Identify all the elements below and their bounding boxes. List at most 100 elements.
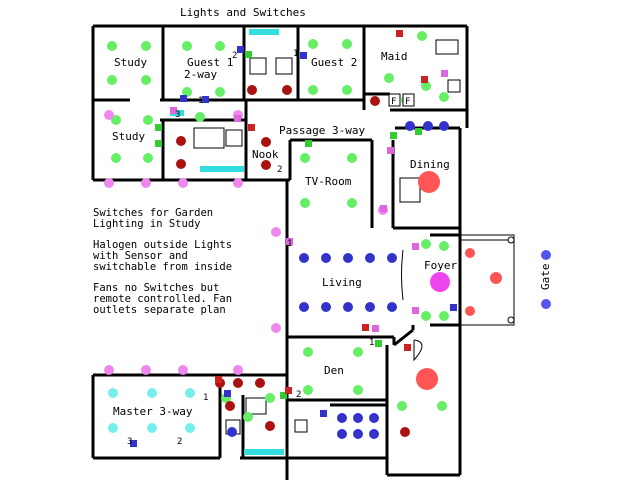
ceiling-light-icon [215,87,225,97]
ceiling-light-icon [421,311,431,321]
ceiling-fan-icon [439,121,449,131]
ceiling-light-icon [303,385,313,395]
ceiling-light-icon [421,239,431,249]
gate-light-icon [541,250,551,260]
master-light-icon [147,388,157,398]
ceiling-light-icon [141,41,151,51]
ceiling-fan-icon [365,253,375,263]
ceiling-fan-icon [343,302,353,312]
switch-number: 2 [296,390,301,400]
light-switch-icon [215,376,222,383]
ceiling-fan-icon [321,302,331,312]
switch-number: 1 [203,393,208,403]
light-switch-icon [155,124,162,131]
ceiling-fan-icon [299,302,309,312]
halogen-light-icon [233,178,243,188]
room-label-tv-room: TV-Room [305,175,352,188]
room-label-guest1-line1: Guest 1 [187,56,233,69]
light-switch-icon [320,410,327,417]
ceiling-light-icon [141,75,151,85]
light-switch-icon [390,132,397,139]
light-switch-icon [245,51,252,58]
ceiling-light-icon [439,241,449,251]
downlight-icon [233,378,243,388]
ceiling-light-icon [303,347,313,357]
ceiling-fan-icon [369,429,379,439]
ceiling-light-icon [417,31,427,41]
switch-number: 3 [175,110,180,120]
light-switch-icon [224,390,231,397]
halogen-light-icon [271,227,281,237]
ceiling-light-icon [437,401,447,411]
switch-number: 1 [369,338,374,348]
ceiling-light-icon [107,41,117,51]
switch-number: 3 [127,437,132,447]
room-label-foyer: Foyer [424,259,457,272]
ceiling-fan-icon [343,253,353,263]
ceiling-light-icon [347,198,357,208]
light-switch-icon [155,140,162,147]
ceiling-light-icon [195,112,205,122]
switch-number: 1 [293,49,298,59]
fridge-label: F [405,97,410,107]
ceiling-light-icon [107,75,117,85]
ceiling-light-icon [143,115,153,125]
light-switch-icon [170,107,177,114]
ceiling-fan-icon [405,121,415,131]
page-title: Lights and Switches [180,6,306,19]
switch-number: 2 [277,165,282,175]
ceiling-fan-icon [321,253,331,263]
room-label-study-top: Study [114,56,147,69]
ceiling-light-icon [111,153,121,163]
devices [104,30,551,447]
light-switch-icon [237,46,244,53]
master-light-icon [185,423,195,433]
room-label-master: Master 3-way [113,405,193,418]
light-switch-icon [441,70,448,77]
master-light-icon [185,388,195,398]
room-label-guest1: Guest 1 2-way [184,56,240,81]
foyer-chandelier-icon [430,272,450,292]
downlight-icon [176,159,186,169]
ceiling-light-icon [182,41,192,51]
light-switch-icon [375,340,382,347]
switch-number: 2 [232,51,237,61]
room-label-living: Living [322,276,362,289]
ceiling-fan-icon [337,413,347,423]
room-label-guest2: Guest 2 [311,56,357,69]
downlight-icon [255,378,265,388]
light-switch-icon [130,440,137,447]
room-label-dining: Dining [410,158,450,171]
ceiling-light-icon [439,311,449,321]
ceiling-light-icon [439,92,449,102]
switch-numbers: 2 1 1 3 2 1 1 2 1 3 2 [127,49,374,447]
dining-pendant-icon [418,171,440,193]
pendant-light-icon [416,368,438,390]
ceiling-fan-icon [337,429,347,439]
light-switch-icon [280,392,287,399]
room-label-den: Den [324,364,344,377]
light-switch-icon [286,238,293,245]
light-switch-icon [180,95,187,102]
halogen-light-icon [178,365,188,375]
ceiling-light-icon [308,39,318,49]
room-label-passage: Passage 3-way [279,124,365,137]
light-switch-icon [415,128,422,135]
downlight-icon [261,160,271,170]
ceiling-light-icon [243,412,253,422]
room-label-study-bottom: Study [112,130,145,143]
ceiling-fan-icon [369,413,379,423]
note-fans: Fans no Switches but remote controlled. … [93,282,233,316]
light-switch-icon [285,387,292,394]
light-switch-icon [396,30,403,37]
halogen-light-icon [104,365,114,375]
light-switch-icon [412,243,419,250]
switch-number: 1 [198,96,203,106]
downlight-icon [176,136,186,146]
light-switch-icon [305,140,312,147]
halogen-light-icon [141,178,151,188]
note-garden-switches: Switches for Garden Lighting in Study [93,207,214,230]
light-switch-icon [387,147,394,154]
ceiling-light-icon [182,87,192,97]
ceiling-light-icon [342,85,352,95]
